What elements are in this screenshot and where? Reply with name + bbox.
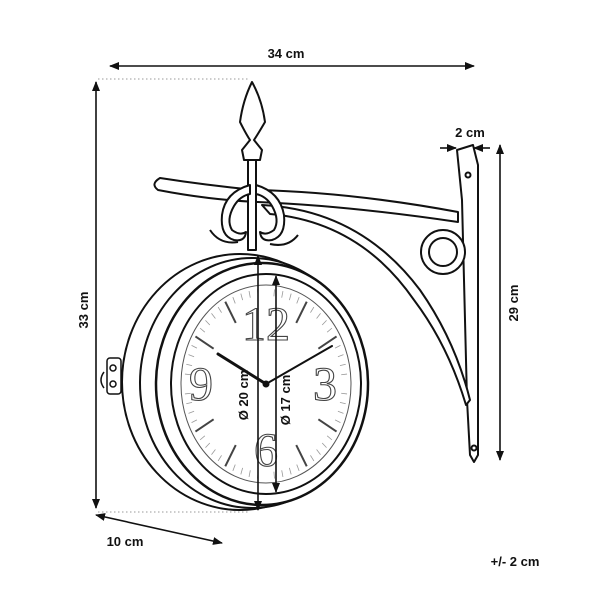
minute-tick [184,392,191,395]
minute-tick [288,467,292,475]
minute-tick [288,293,292,301]
numeral-3: 3 [313,358,337,411]
minute-tick [316,313,321,319]
width-label: 34 cm [268,46,305,61]
minute-tick [205,320,211,326]
minute-tick [188,354,195,358]
minute-tick [191,344,198,349]
minute-tick [232,464,236,471]
minute-tick [248,470,251,478]
minute-tick [184,373,191,376]
numeral-12: 12 [242,298,290,351]
minute-tick [326,327,333,333]
depth-label: 10 cm [107,534,144,549]
hour-tick [317,418,338,433]
minute-tick [211,313,216,319]
hour-tick [224,444,237,467]
dimension-lines [92,62,504,545]
numeral-9: 9 [189,358,213,411]
minute-tick [341,392,348,395]
minute-tick [240,467,244,475]
minute-tick [205,442,211,448]
hour-tick [224,301,237,324]
minute-tick [296,464,300,471]
hour-tick [194,418,215,433]
minute-tick [321,442,327,448]
bracket-height-label: 29 cm [506,285,521,322]
minute-tick [310,306,315,313]
minute-tick [211,449,216,455]
minute-tick [191,419,198,424]
minute-tick [217,306,222,313]
minute-tick [281,470,284,478]
minute-tick [316,449,321,455]
minute-tick [339,401,346,405]
minute-tick [337,354,344,358]
minute-tick [199,327,206,333]
minute-tick [321,320,327,326]
inner-diameter-label: Ø 17 cm [278,375,293,426]
minute-tick [326,435,333,441]
minute-tick [232,297,236,304]
guide-lines [98,78,250,513]
minute-tick [341,373,348,376]
minute-tick [296,297,300,304]
minute-tick [334,344,341,349]
minute-tick [188,410,195,414]
tolerance-label: +/- 2 cm [491,554,540,569]
side-hinge [100,357,122,395]
bracket-width-label: 2 cm [455,125,485,140]
depth-line [95,513,223,545]
minute-tick [186,401,193,405]
hour-tick [317,335,338,350]
minute-tick [186,363,193,367]
minute-tick [217,455,222,462]
dial-ticks [184,289,348,479]
minute-tick [337,410,344,414]
dimension-labels: 34 cm 33 cm 10 cm 2 cm 29 cm Ø 20 cm Ø 1… [76,46,539,569]
minute-tick [248,290,251,298]
height-label: 33 cm [76,292,91,329]
minute-tick [240,293,244,301]
hour-tick [295,301,308,324]
minute-tick [334,419,341,424]
wall-bracket [153,81,479,463]
minute-tick [199,435,206,441]
minute-tick [281,290,284,298]
minute-tick [310,455,315,462]
minute-tick [339,363,346,367]
hour-tick [194,335,215,350]
hour-tick [295,444,308,467]
outer-diameter-label: Ø 20 cm [236,370,251,421]
